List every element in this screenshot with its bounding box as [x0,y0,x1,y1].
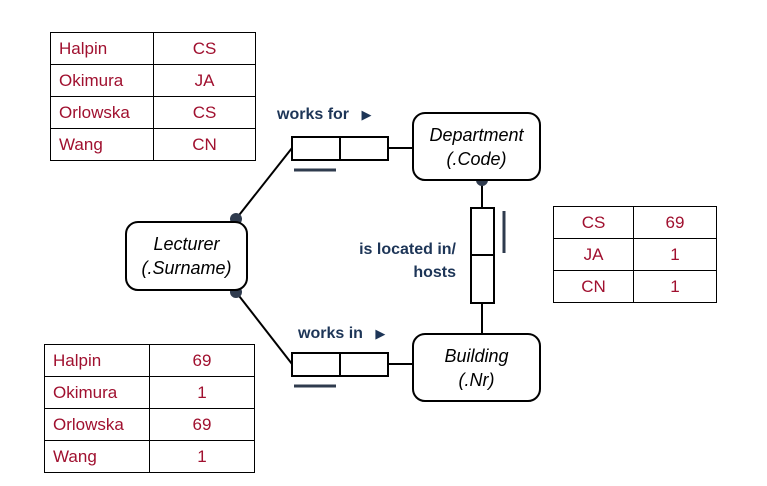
entity-department[interactable]: Department (.Code) [412,112,541,181]
fact-type-works-in [291,352,389,388]
reading-works-for: works for ▶ [277,106,372,123]
reading-direction-icon: ▶ [361,107,372,122]
entity-name: Lecturer [153,234,220,254]
reading-located-in: is located in/ hosts [359,241,456,281]
reading-works-in: works in ▶ [298,325,386,342]
fact-type-works-for [291,136,389,172]
entity-refmode: (.Code) [446,148,507,169]
entity-refmode: (.Surname) [141,258,232,278]
reading-direction-icon: ▶ [375,326,386,341]
entity-name: Department [429,124,524,145]
connector-lecturer-worksin [235,291,293,365]
entity-name: Building [444,345,509,366]
connector-lecturer-worksfor [235,147,293,220]
entity-lecturer[interactable]: Lecturer (.Surname) [125,221,248,291]
entity-building[interactable]: Building (.Nr) [412,333,541,402]
fact-type-located-in [470,207,506,304]
entity-refmode: (.Nr) [458,369,495,390]
